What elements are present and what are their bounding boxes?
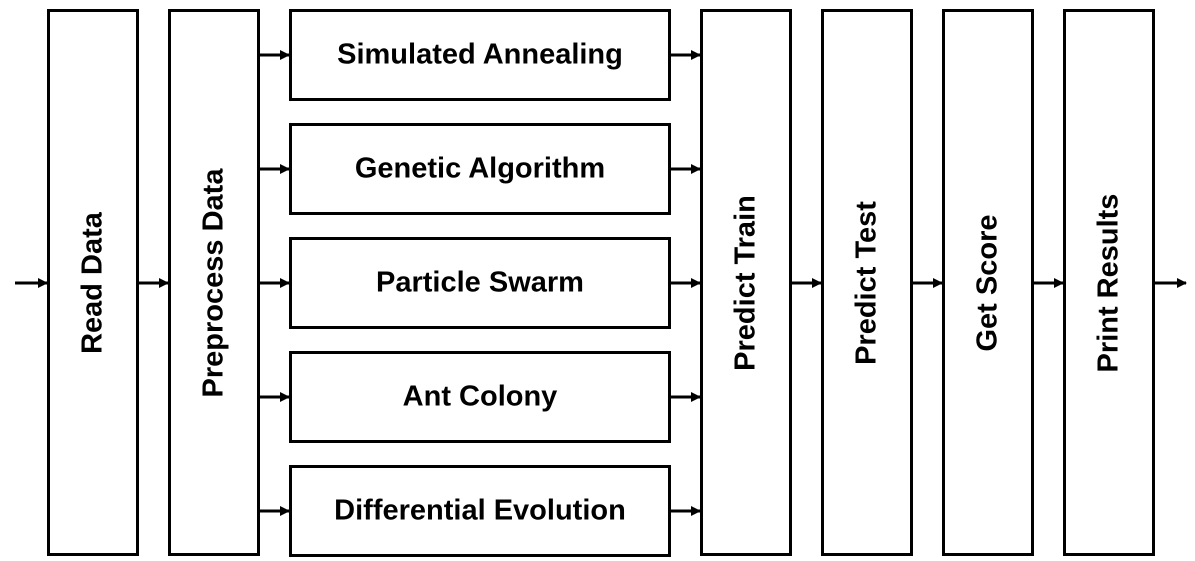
get-score-box: Get Score xyxy=(942,9,1034,556)
predict-train-label: Predict Train xyxy=(729,194,762,371)
preprocess-data-label: Preprocess Data xyxy=(197,168,230,397)
algorithm-box-particle-swarm: Particle Swarm xyxy=(289,237,671,329)
get-score-label: Get Score xyxy=(971,214,1004,351)
algorithm-label: Simulated Annealing xyxy=(337,38,623,71)
algorithm-box-ant-colony: Ant Colony xyxy=(289,351,671,443)
algorithm-box-simulated-annealing: Simulated Annealing xyxy=(289,9,671,101)
read-data-label: Read Data xyxy=(76,211,109,354)
algorithm-label: Ant Colony xyxy=(402,380,558,413)
algorithm-label: Differential Evolution xyxy=(334,494,626,527)
read-data-box: Read Data xyxy=(47,9,139,556)
print-results-label: Print Results xyxy=(1092,193,1125,372)
algorithm-box-differential-evolution: Differential Evolution xyxy=(289,465,671,557)
algorithm-label: Particle Swarm xyxy=(376,266,584,299)
predict-test-box: Predict Test xyxy=(821,9,913,556)
preprocess-data-box: Preprocess Data xyxy=(168,9,260,556)
predict-train-box: Predict Train xyxy=(700,9,792,556)
print-results-box: Print Results xyxy=(1063,9,1155,556)
predict-test-label: Predict Test xyxy=(850,200,883,365)
algorithm-box-genetic-algorithm: Genetic Algorithm xyxy=(289,123,671,215)
algorithm-label: Genetic Algorithm xyxy=(354,152,606,185)
